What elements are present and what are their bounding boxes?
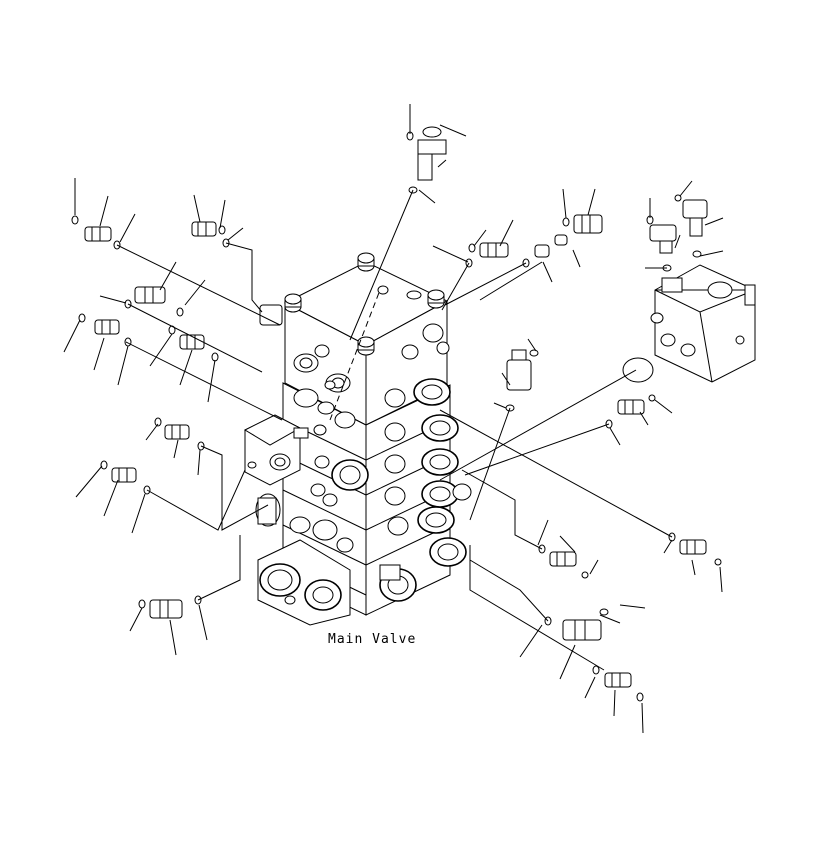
leader-lines <box>63 104 724 734</box>
fitting-6 <box>164 424 190 440</box>
fitting-16 <box>617 399 645 415</box>
fitting-4 <box>94 319 120 335</box>
fitting-15 <box>506 349 532 391</box>
fitting-11 <box>554 234 568 246</box>
fitting-17 <box>549 551 577 567</box>
top-bolts <box>284 252 445 356</box>
fitting-1 <box>84 226 112 242</box>
fitting-18 <box>679 539 707 555</box>
fitting-19 <box>562 619 602 641</box>
fitting-14 <box>649 224 677 254</box>
bottom-block <box>257 539 417 626</box>
left-section-lines <box>282 419 367 596</box>
fitting-7 <box>111 467 137 483</box>
o-ring-large <box>622 357 654 383</box>
upper-right-ports <box>401 323 450 360</box>
left-flange <box>243 414 309 527</box>
center-axis-line <box>329 289 381 421</box>
fitting-10 <box>534 244 550 258</box>
top-tee-fitting <box>417 126 447 181</box>
fitting-8 <box>149 599 183 619</box>
fittings <box>84 126 708 688</box>
fitting-13 <box>682 199 708 237</box>
fitting-20 <box>604 672 632 688</box>
fitting-2 <box>191 221 217 237</box>
fitting-3 <box>134 286 166 304</box>
fitting-5 <box>179 334 205 350</box>
aux-valve-block <box>650 264 756 383</box>
upper-left-ports <box>293 344 356 436</box>
spool-caps <box>384 378 472 567</box>
diagram-caption: Main Valve <box>328 632 416 647</box>
mid-left-ports <box>289 455 369 553</box>
fitting-12 <box>573 214 603 234</box>
fitting-9 <box>479 242 509 258</box>
fitting-21 <box>259 304 283 326</box>
right-section-lines <box>365 419 451 566</box>
main-valve-assembly <box>243 252 472 626</box>
